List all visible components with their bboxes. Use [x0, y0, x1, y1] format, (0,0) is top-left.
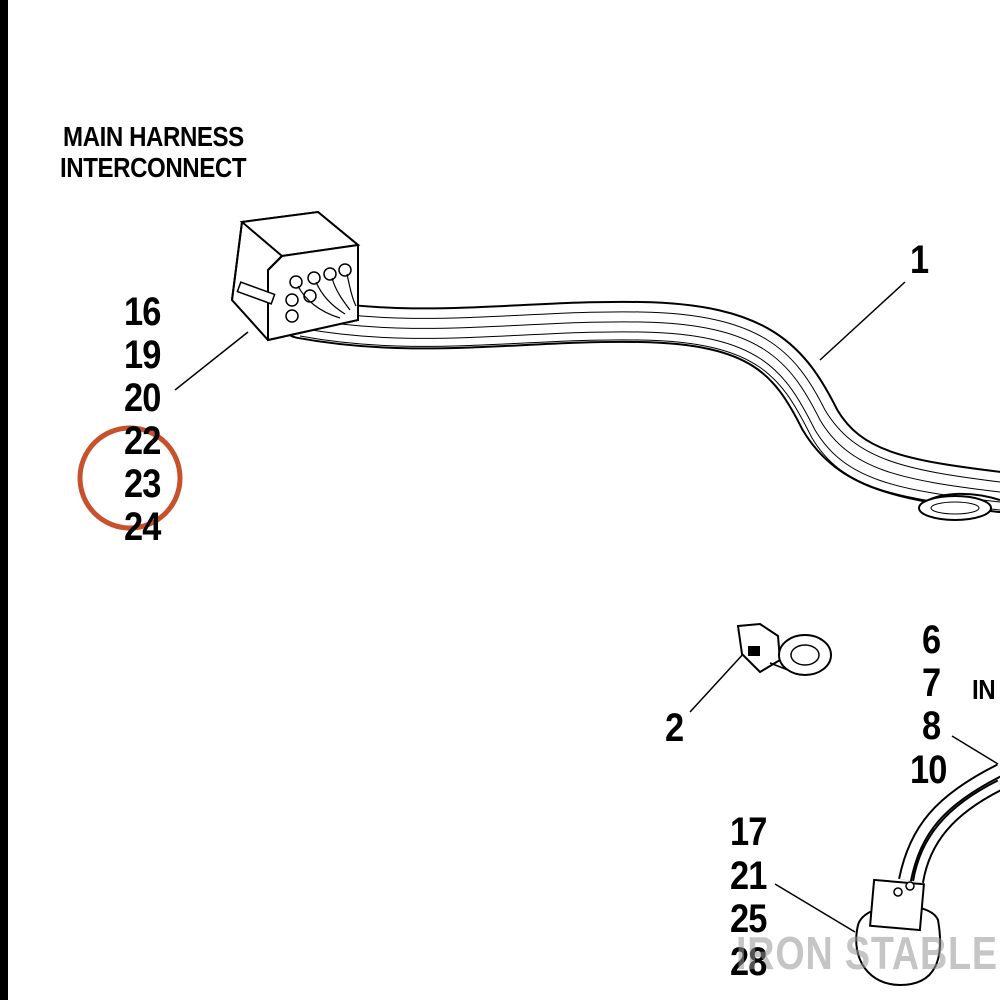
- callout-23: 23: [124, 462, 161, 506]
- callout-10: 10: [910, 748, 947, 792]
- diagram-title-line1: MAIN HARNESS: [63, 121, 244, 152]
- main-harness-cable: [279, 297, 1000, 521]
- item-2-clip: [736, 622, 832, 676]
- callout-6: 6: [922, 618, 941, 662]
- lower-right-connector: [855, 763, 1000, 987]
- callout-16: 16: [124, 290, 161, 334]
- callout-8: 8: [922, 704, 941, 748]
- callout-1: 1: [910, 238, 929, 282]
- callout-28: 28: [730, 940, 767, 984]
- callout-22: 22: [124, 419, 161, 463]
- callout-2: 2: [665, 706, 684, 750]
- partial-label: IN: [972, 674, 996, 705]
- leader-line-item-2: [689, 651, 746, 713]
- callout-17: 17: [730, 810, 767, 854]
- callout-20: 20: [124, 376, 161, 420]
- callout-24: 24: [124, 505, 161, 549]
- callout-7: 7: [922, 661, 941, 705]
- callout-21: 21: [730, 854, 767, 898]
- page-border: [0, 0, 8, 1000]
- highlight-circle: [77, 425, 183, 531]
- leader-line-right-upper: [951, 735, 999, 765]
- diagram-title-line2: INTERCONNECT: [60, 152, 247, 183]
- callout-19: 19: [124, 333, 161, 377]
- leader-line-left-group: [174, 331, 249, 391]
- main-harness-connector: [230, 210, 361, 342]
- callout-25: 25: [730, 897, 767, 941]
- watermark: IRON STABLE: [736, 927, 998, 979]
- leader-line-item-1: [819, 281, 906, 361]
- leader-line-right-lower: [774, 883, 856, 933]
